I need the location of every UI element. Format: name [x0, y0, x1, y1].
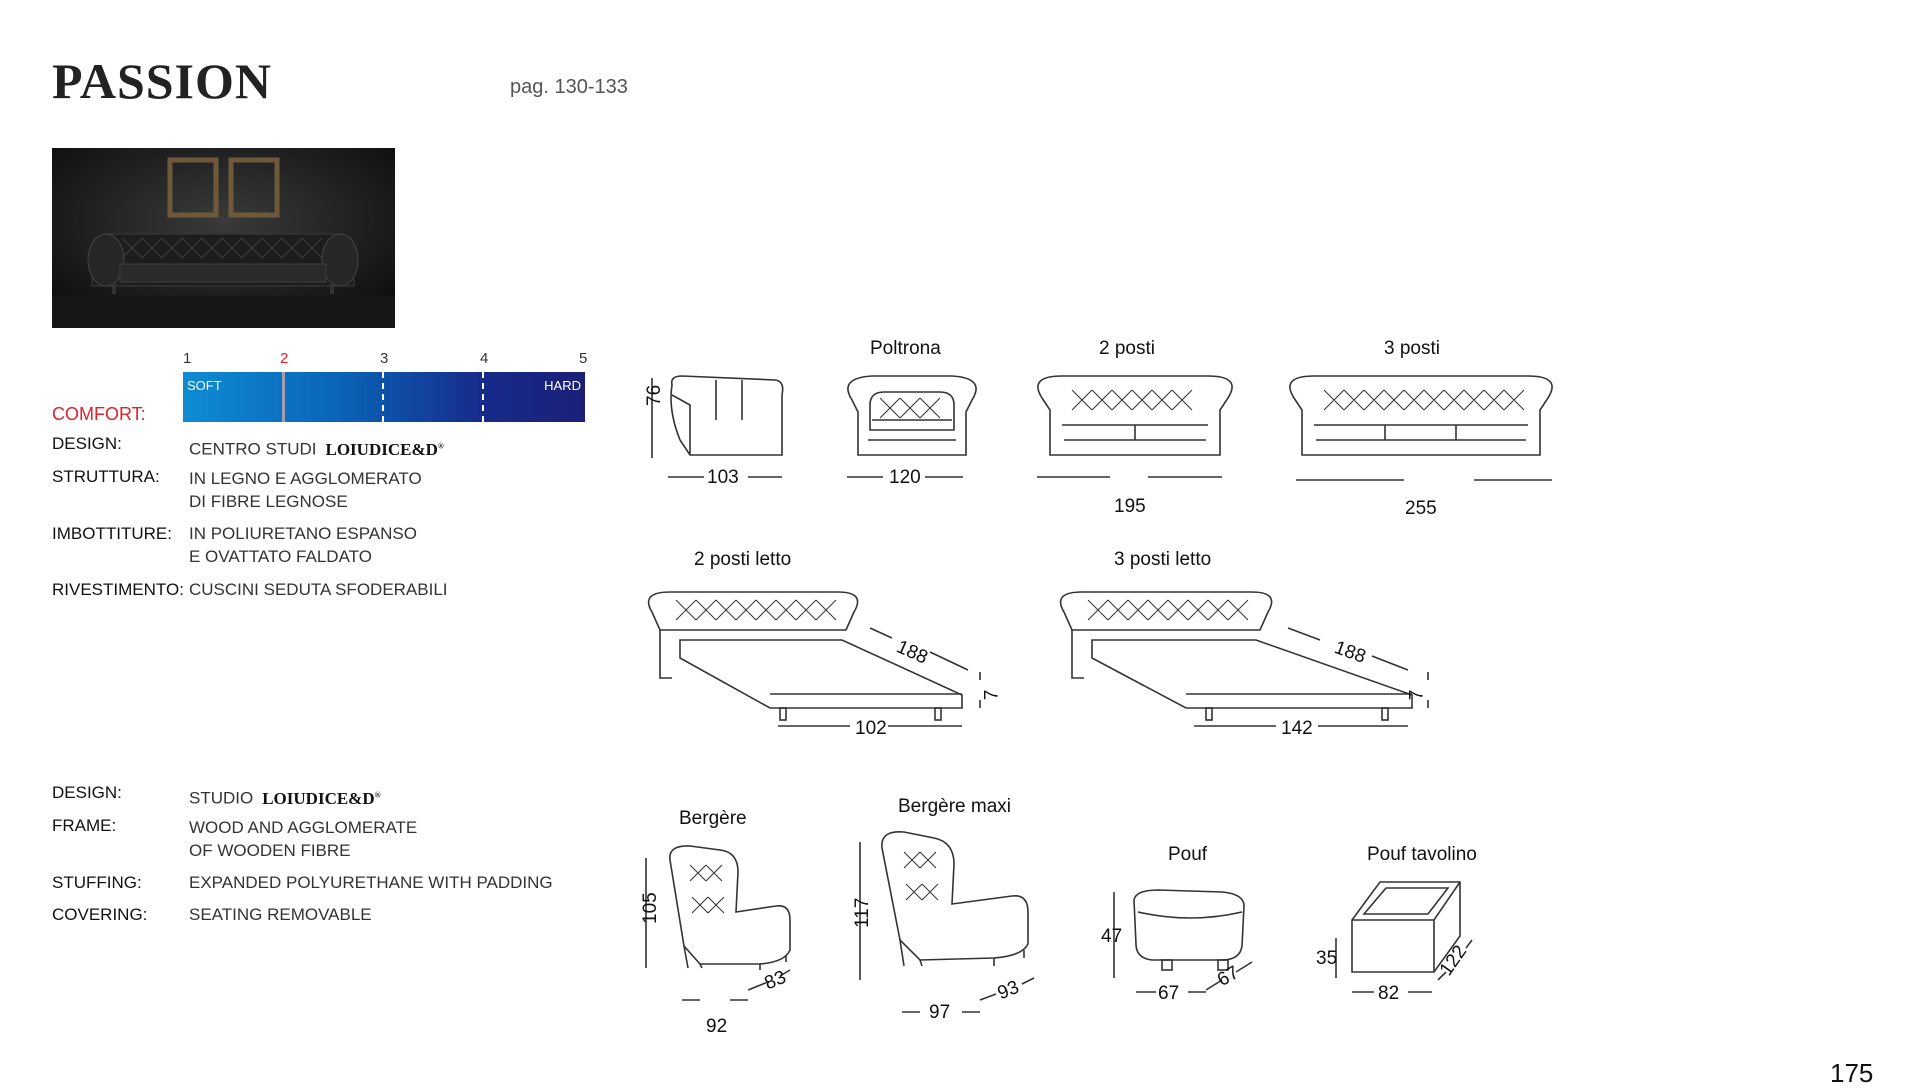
spec-it-imbottiture-key: IMBOTTITURE: — [52, 524, 172, 543]
brand-text: LOIUDICE&D — [325, 439, 438, 459]
2-posti-drawing — [1037, 375, 1233, 478]
spec-en-frame-value: WOOD AND AGGLOMERATE OF WOODEN FIBRE — [189, 816, 417, 862]
spec-en-design-key: DESIGN: — [52, 783, 122, 802]
bergere-drawing — [645, 845, 791, 1001]
3-posti-width-dimension: 255 — [1405, 498, 1437, 519]
3-posti-caption: 3 posti — [1384, 338, 1440, 359]
side-depth-dimension: 103 — [707, 467, 739, 488]
spec-it-rivestimento-value: CUSCINI SEDUTA SFODERABILI — [189, 580, 448, 599]
3-posti-letto-drawing — [1059, 591, 1429, 727]
spec-it-design-value: CENTRO STUDI LOIUDICE&D® — [189, 434, 444, 461]
page-number: 175 — [1830, 1058, 1874, 1088]
pouf-width-dimension: 67 — [1158, 983, 1180, 1004]
spec-it-imbottiture-line1: IN POLIURETANO ESPANSO — [189, 524, 417, 543]
spec-it-struttura-value: IN LEGNO E AGGLOMERATO DI FIBRE LEGNOSE — [189, 467, 422, 513]
2-letto-width-dimension: 102 — [855, 718, 887, 739]
comfort-tick-3: 3 — [380, 350, 389, 367]
spec-it-struttura-key: STRUTTURA: — [52, 467, 160, 486]
spec-it-design-text: CENTRO STUDI — [189, 439, 317, 459]
bergere-maxi-width-dimension: 97 — [929, 1002, 951, 1023]
page-title: PASSION — [52, 53, 273, 109]
bergere-maxi-height-dimension: 117 — [852, 897, 873, 928]
page-reference: pag. 130-133 — [510, 76, 628, 98]
spec-en-covering-value: SEATING REMOVABLE — [189, 905, 372, 924]
brand-text: LOIUDICE&D — [262, 788, 375, 808]
comfort-tick-1: 1 — [183, 350, 192, 367]
comfort-soft-label: SOFT — [187, 378, 222, 393]
bergere-maxi-drawing — [859, 831, 1035, 1013]
3-posti-letto-caption: 3 posti letto — [1114, 549, 1212, 570]
spec-it-struttura-line2: DI FIBRE LEGNOSE — [189, 492, 348, 511]
pouf-tavolino-height-dimension: 35 — [1316, 948, 1338, 969]
pouf-caption: Pouf — [1168, 844, 1208, 865]
2-posti-caption: 2 posti — [1099, 338, 1155, 359]
bergere-width-dimension: 92 — [706, 1016, 728, 1037]
pouf-tavolino-width-dimension: 82 — [1378, 983, 1400, 1004]
spec-en-design-text: STUDIO — [189, 788, 254, 808]
3-letto-height-dimension: 7 — [1406, 689, 1428, 701]
comfort-bar: SOFT HARD — [183, 372, 585, 422]
bergere-height-dimension: 105 — [640, 892, 661, 924]
pouf-tavolino-drawing — [1335, 881, 1473, 993]
2-posti-letto-drawing — [647, 591, 981, 727]
side-view-drawing — [651, 375, 784, 478]
pouf-drawing — [1113, 889, 1253, 993]
2-posti-width-dimension: 195 — [1114, 496, 1146, 517]
bergere-caption: Bergère — [679, 808, 747, 829]
comfort-tick-5: 5 — [579, 350, 588, 367]
poltrona-caption: Poltrona — [870, 338, 941, 359]
spec-en-stuffing-value: EXPANDED POLYURETHANE WITH PADDING — [189, 873, 553, 892]
spec-en-frame-line2: OF WOODEN FIBRE — [189, 841, 351, 860]
spec-en-frame-key: FRAME: — [52, 816, 117, 835]
spec-it-design-key: DESIGN: — [52, 434, 122, 453]
comfort-divider-4 — [482, 372, 484, 422]
comfort-label: COMFORT: — [52, 404, 146, 424]
2-letto-height-dimension: 7 — [981, 689, 1003, 701]
comfort-scale: 1 2 3 4 5 SOFT HARD — [183, 350, 588, 422]
3-letto-width-dimension: 142 — [1281, 718, 1313, 739]
side-height-dimension: 76 — [644, 384, 665, 406]
poltrona-drawing — [847, 375, 977, 478]
comfort-divider-3 — [382, 372, 384, 422]
comfort-tick-2: 2 — [280, 350, 289, 367]
spec-it-imbottiture-line2: E OVATTATO FALDATO — [189, 547, 372, 566]
bergere-maxi-caption: Bergère maxi — [898, 796, 1011, 817]
product-photo — [52, 148, 395, 328]
brand-logo: LOIUDICE&D® — [325, 439, 444, 459]
comfort-hard-label: HARD — [544, 378, 581, 393]
3-posti-drawing — [1289, 375, 1553, 481]
2-posti-letto-caption: 2 posti letto — [694, 549, 792, 570]
spec-it-struttura-line1: IN LEGNO E AGGLOMERATO — [189, 469, 422, 488]
spec-en-frame-line1: WOOD AND AGGLOMERATE — [189, 818, 418, 837]
brand-logo: LOIUDICE&D® — [262, 788, 381, 808]
comfort-level-marker — [282, 372, 285, 422]
spec-it-imbottiture-value: IN POLIURETANO ESPANSO E OVATTATO FALDAT… — [189, 522, 417, 568]
spec-en-design-value: STUDIO LOIUDICE&D® — [189, 783, 381, 810]
spec-it-rivestimento-key: RIVESTIMENTO: — [52, 580, 184, 599]
poltrona-width-dimension: 120 — [889, 467, 921, 488]
pouf-height-dimension: 47 — [1101, 926, 1123, 947]
pouf-tavolino-caption: Pouf tavolino — [1367, 844, 1477, 865]
comfort-tick-4: 4 — [480, 350, 489, 367]
spec-en-covering-key: COVERING: — [52, 905, 148, 924]
spec-en-stuffing-key: STUFFING: — [52, 873, 142, 892]
